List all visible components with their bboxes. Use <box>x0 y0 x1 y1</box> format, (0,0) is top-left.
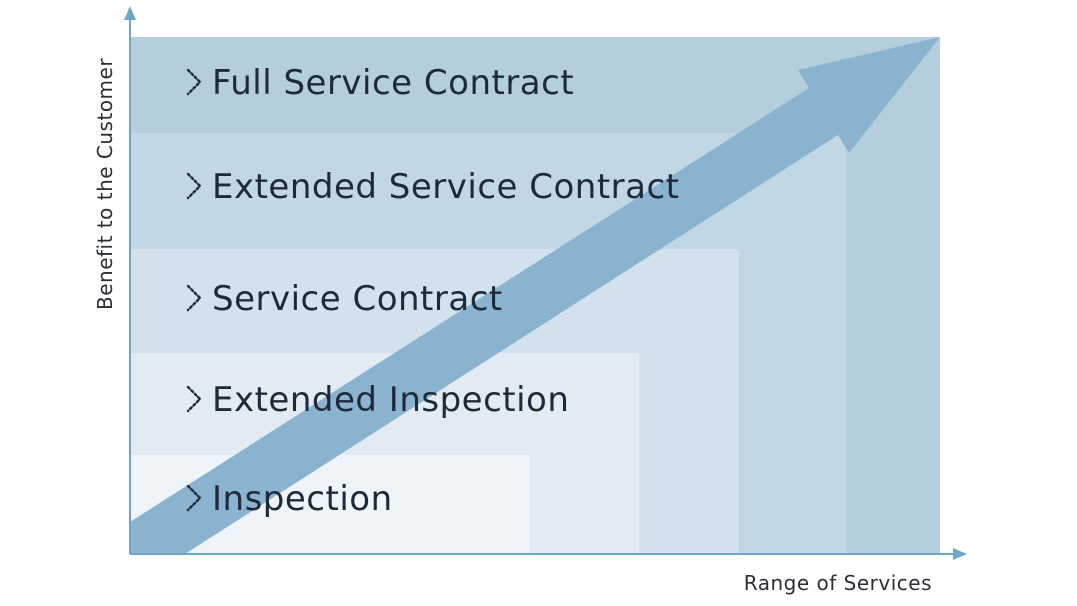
dotted-chevron-right-icon <box>186 385 202 413</box>
x-axis-label: Range of Services <box>744 571 932 595</box>
tier-label-full-service-contract: Full Service Contract <box>186 63 574 103</box>
tier-label-extended-service-contract: Extended Service Contract <box>186 167 680 207</box>
tier-label-service-contract: Service Contract <box>186 279 503 319</box>
tier-label-text: Inspection <box>212 479 393 519</box>
dotted-chevron-right-icon <box>186 172 202 200</box>
y-axis-arrowhead-icon <box>124 6 136 20</box>
tier-label-text: Extended Service Contract <box>212 167 680 207</box>
tier-label-text: Service Contract <box>212 279 503 319</box>
tier-label-extended-inspection: Extended Inspection <box>186 380 569 420</box>
tier-labels: Full Service Contract Extended Service C… <box>186 63 680 519</box>
dotted-chevron-right-icon <box>186 284 202 312</box>
x-axis-arrowhead-icon <box>953 548 967 560</box>
tier-label-text: Full Service Contract <box>212 63 574 103</box>
axes <box>124 6 967 560</box>
growth-arrow-icon <box>130 37 940 554</box>
tier-label-inspection: Inspection <box>186 479 393 519</box>
tier-label-text: Extended Inspection <box>212 380 569 420</box>
dotted-chevron-right-icon <box>186 484 202 512</box>
dotted-chevron-right-icon <box>186 68 202 96</box>
y-axis-label: Benefit to the Customer <box>93 58 117 310</box>
